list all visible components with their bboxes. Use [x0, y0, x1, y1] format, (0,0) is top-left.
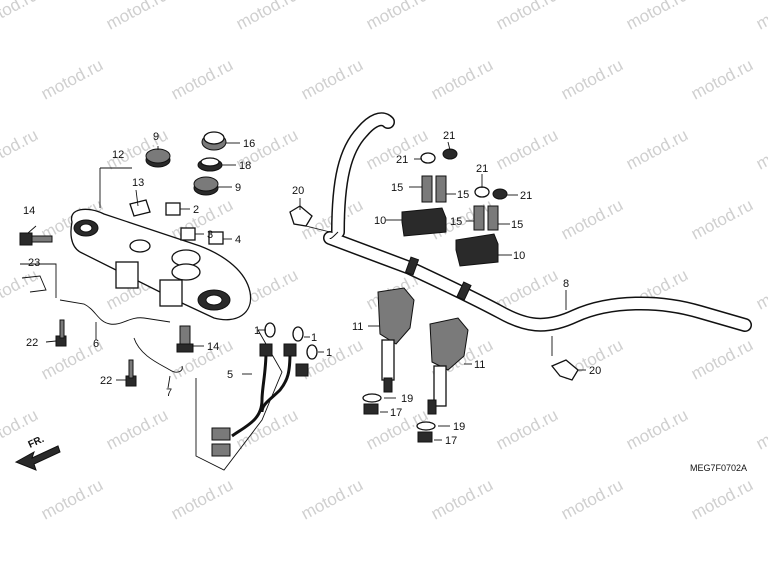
watermark-text: motod.ru [558, 195, 626, 243]
callout-22-left: 22 [26, 337, 38, 349]
callout-14-lower: 14 [207, 341, 219, 353]
callout-13: 13 [132, 177, 144, 189]
callout-21-left: 21 [396, 154, 408, 166]
upper-small-parts [129, 131, 227, 245]
watermark-text: motod.ru [38, 55, 106, 103]
watermark-text: motod.ru [298, 475, 366, 523]
callout-17-upper: 17 [390, 407, 402, 419]
watermark-text: motod.ru [428, 475, 496, 523]
callout-19-lower: 19 [453, 421, 465, 433]
watermark-text: motod.ru [558, 475, 626, 523]
top-bridge [70, 208, 252, 321]
callout-21-top: 21 [443, 130, 455, 142]
watermark-text: motod.ru [428, 55, 496, 103]
callout-17-lower: 17 [445, 435, 457, 447]
callout-5: 5 [227, 369, 233, 381]
bolt-left [19, 232, 53, 246]
callout-15-a: 15 [391, 182, 403, 194]
watermark-text: motod.ru [363, 125, 431, 173]
callout-6: 6 [93, 338, 99, 350]
callout-10-left: 10 [374, 215, 386, 227]
callout-3: 3 [207, 229, 213, 241]
watermark-text: motod.ru [233, 0, 301, 34]
callouts: 12 13 9 16 18 9 2 3 4 14 23 22 6 22 7 14… [23, 130, 601, 447]
callout-2: 2 [193, 204, 199, 216]
cable-guides [55, 299, 183, 387]
watermark-text: motod.ru [688, 195, 756, 243]
watermark-text: motod.ru [168, 475, 236, 523]
watermark-text: motod.ru [0, 0, 41, 34]
callout-15-d: 15 [511, 219, 523, 231]
watermark-text: motod.ru [493, 405, 561, 453]
watermark-text: motod.ru [103, 405, 171, 453]
clip-23 [20, 263, 57, 298]
callout-21-mid: 21 [476, 163, 488, 175]
callout-15-b: 15 [457, 189, 469, 201]
watermark-text: motod.ru [103, 0, 171, 34]
callout-15-c: 15 [450, 216, 462, 228]
clip-20-lower [550, 336, 579, 381]
watermark-text: motod.ru [688, 55, 756, 103]
callout-18: 18 [239, 160, 251, 172]
watermark-text: motod.ru [168, 335, 236, 383]
callout-12: 12 [112, 149, 124, 161]
callout-10-right: 10 [513, 250, 525, 262]
watermark-text: motod.ru [753, 265, 768, 313]
front-arrow-icon [14, 445, 61, 471]
callout-7: 7 [166, 387, 172, 399]
lower-holders [362, 287, 469, 443]
watermark-text: motod.ru [38, 475, 106, 523]
callout-1-right: 1 [311, 332, 317, 344]
watermark-text: motod.ru [623, 405, 691, 453]
callout-9-lower: 9 [235, 182, 241, 194]
leader-lines [27, 141, 586, 441]
bolt-lower [176, 325, 194, 353]
callout-8: 8 [563, 278, 569, 290]
watermark-text: motod.ru [558, 55, 626, 103]
upper-holders [401, 148, 508, 267]
callout-9-upper: 9 [153, 131, 159, 143]
handlebar-pipe [323, 112, 752, 332]
callout-14-left: 14 [23, 205, 35, 217]
callout-11-right: 11 [474, 359, 485, 371]
watermark-text: motod.ru [688, 335, 756, 383]
watermark-text: motod.ru [623, 125, 691, 173]
watermark-text: motod.ru [168, 55, 236, 103]
watermark-text: motod.ru [753, 125, 768, 173]
callout-19-upper: 19 [401, 393, 413, 405]
watermark-text: motod.ru [493, 0, 561, 34]
switch-harness [195, 322, 318, 471]
callout-1-lower: 1 [326, 347, 332, 359]
watermark-text: motod.ru [493, 125, 561, 173]
callout-23: 23 [28, 257, 40, 269]
watermark-text: motod.ru [753, 0, 768, 34]
watermark-text: motod.ru [298, 55, 366, 103]
callout-4: 4 [235, 234, 241, 246]
watermark-text: motod.ru [688, 475, 756, 523]
watermark-text: motod.ru [363, 0, 431, 34]
callout-11-left: 11 [352, 321, 363, 333]
watermark-text: motod.ru [623, 0, 691, 34]
callout-1-left: 1 [254, 325, 260, 337]
diagram-code: MEG7F0702A [690, 463, 747, 473]
callout-20-upper: 20 [292, 185, 304, 197]
callout-16: 16 [243, 138, 255, 150]
watermark-text: motod.ru [0, 125, 41, 173]
callout-22-lower: 22 [100, 375, 112, 387]
front-marker-label: FR. [27, 434, 46, 451]
callout-21-right: 21 [520, 190, 532, 202]
callout-20-lower: 20 [589, 365, 601, 377]
watermark-text: motod.ru [0, 265, 41, 313]
clip-20-upper [289, 205, 331, 233]
watermark-text: motod.ru [753, 405, 768, 453]
